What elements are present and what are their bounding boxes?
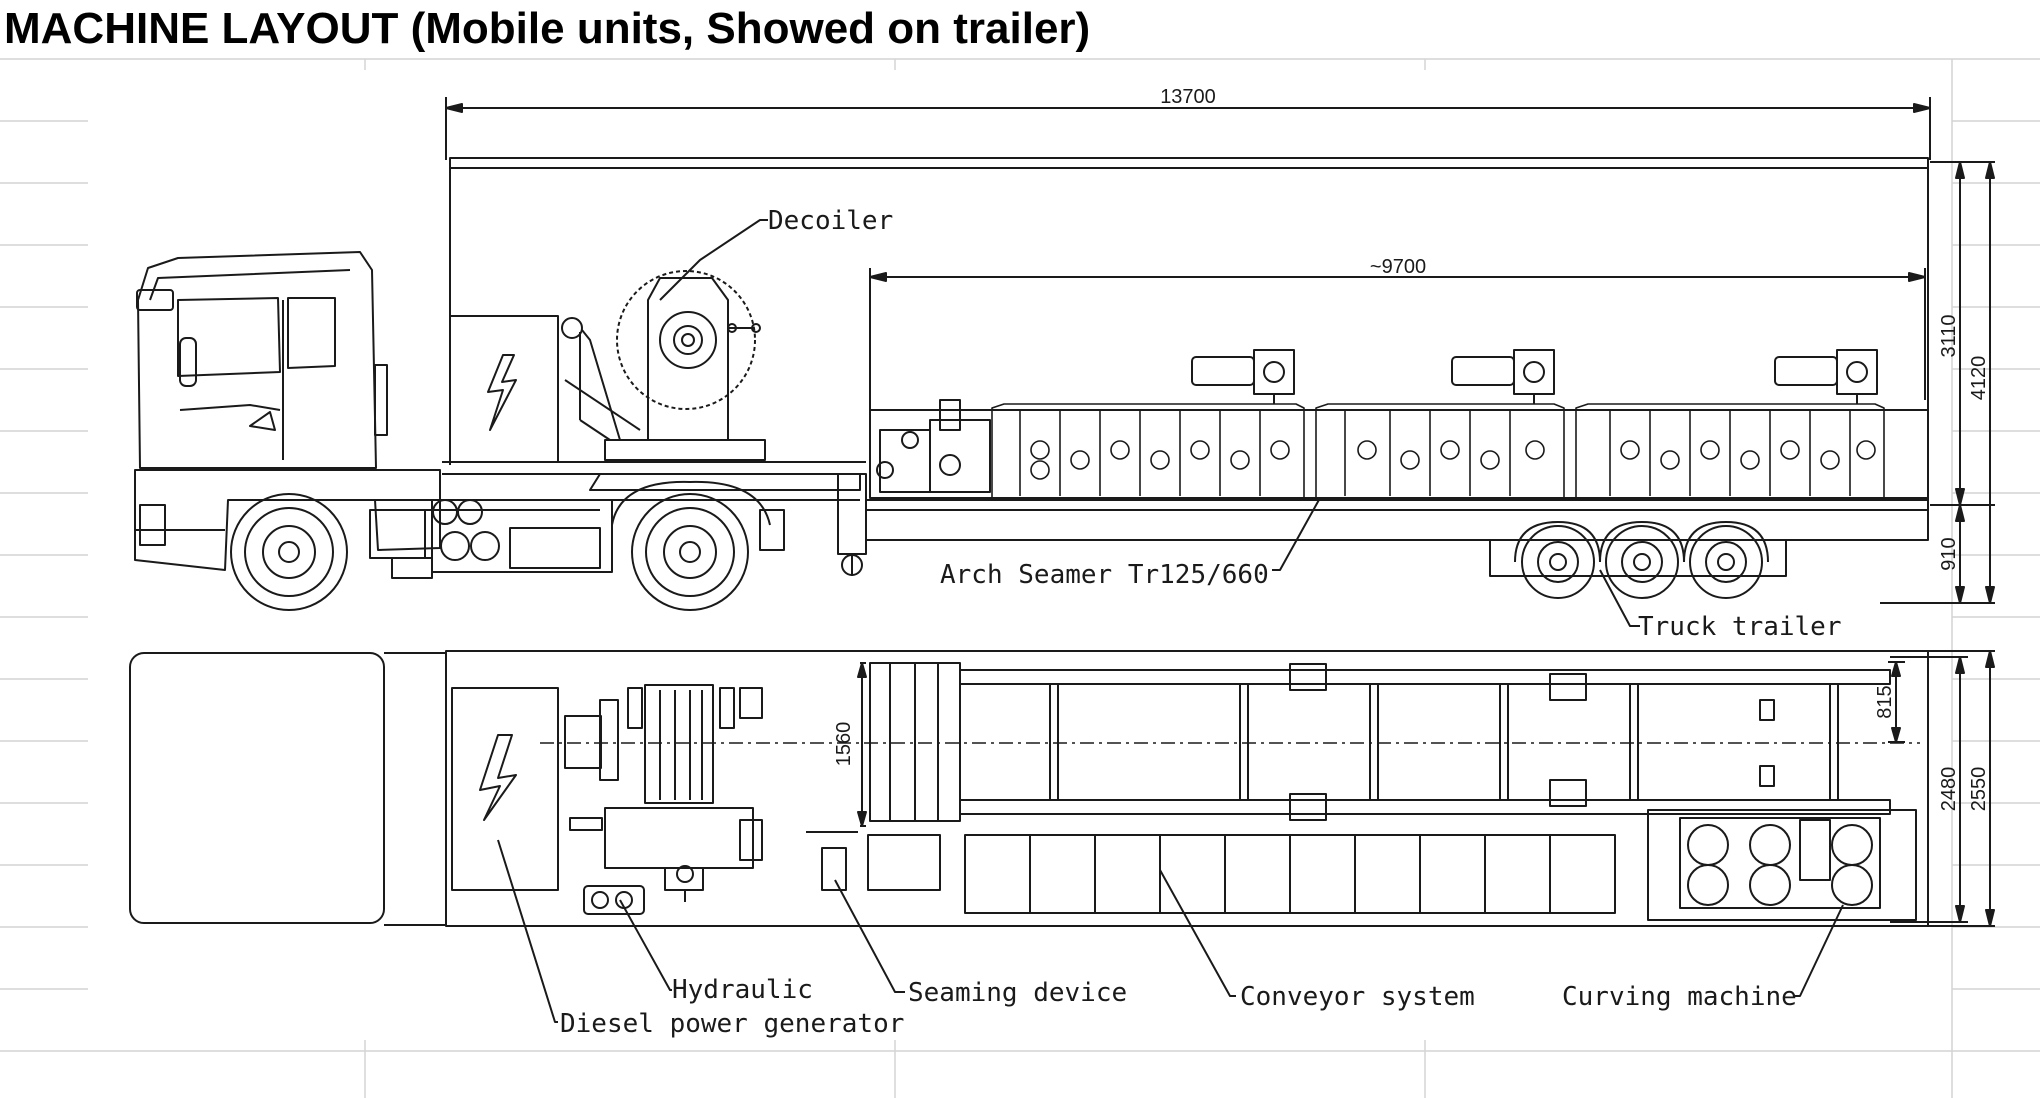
cab-plan <box>129 652 385 924</box>
forming-stands-side <box>991 403 1885 499</box>
label-truck-trailer: Truck trailer <box>1638 612 1842 642</box>
label-diesel-generator: Diesel power generator <box>560 1009 904 1039</box>
dim-13700: 13700 <box>1160 86 1216 108</box>
cab-rear-wheel <box>611 480 771 611</box>
trailer-plan <box>384 650 1929 927</box>
dim-2480: 2480 <box>1938 767 1960 812</box>
leader-seaming-device <box>834 879 905 993</box>
dimension-widths-plan <box>857 650 1995 927</box>
label-decoiler: Decoiler <box>768 206 893 236</box>
motor-gearbox-1 <box>1191 349 1295 404</box>
leader-decoiler <box>659 219 768 301</box>
dim-2550: 2550 <box>1968 767 1990 812</box>
leader-arch-seamer <box>1272 497 1321 571</box>
truck-cab <box>134 251 441 579</box>
dim-4120: 4120 <box>1968 356 1990 401</box>
entry-guide-plan <box>869 662 961 822</box>
trailer-box-side <box>449 157 1929 505</box>
hydraulic-plan <box>583 885 645 915</box>
dim-815: 815 <box>1874 685 1896 718</box>
dim-9700: ~9700 <box>1370 256 1426 278</box>
motor-gearbox-3 <box>1774 349 1878 404</box>
conveyor-plan <box>964 834 1616 914</box>
generator-plan <box>451 687 559 891</box>
cab-front-wheel <box>230 493 348 611</box>
dim-3110: 3110 <box>1938 314 1960 357</box>
generator-box-side <box>449 315 559 463</box>
leader-curving-machine <box>1794 904 1844 997</box>
label-arch-seamer: Arch Seamer Tr125/660 <box>940 560 1269 590</box>
dimension-heights-side <box>1880 161 1995 604</box>
dim-910: 910 <box>1938 537 1960 570</box>
leader-truck-trailer <box>1599 569 1640 627</box>
trailer-gooseneck <box>442 461 1929 576</box>
label-seaming-device: Seaming device <box>908 978 1127 1008</box>
roll-former-frame-plan <box>959 663 1891 821</box>
background-grid <box>0 58 2040 1098</box>
leader-conveyor <box>1159 869 1236 997</box>
seaming-device-plan <box>806 831 941 891</box>
page-title: MACHINE LAYOUT (Mobile units, Showed on … <box>4 4 1091 53</box>
decoiler-plan <box>564 684 763 902</box>
trailer-axles <box>1489 521 1787 599</box>
decoiler-side <box>561 270 766 461</box>
truck-chassis <box>375 499 860 573</box>
leader-hydraulic <box>619 899 672 991</box>
label-hydraulic: Hydraulic <box>672 975 813 1005</box>
curving-machine-plan <box>1647 809 1917 921</box>
motor-gearbox-2 <box>1451 349 1555 404</box>
label-curving-machine: Curving machine <box>1562 982 1797 1012</box>
dim-1560: 1560 <box>833 722 855 767</box>
dimension-machine-length <box>869 268 1926 420</box>
dimension-overall-length <box>445 97 1931 160</box>
leader-diesel-generator <box>497 839 558 1023</box>
label-conveyor-system: Conveyor system <box>1240 982 1475 1012</box>
